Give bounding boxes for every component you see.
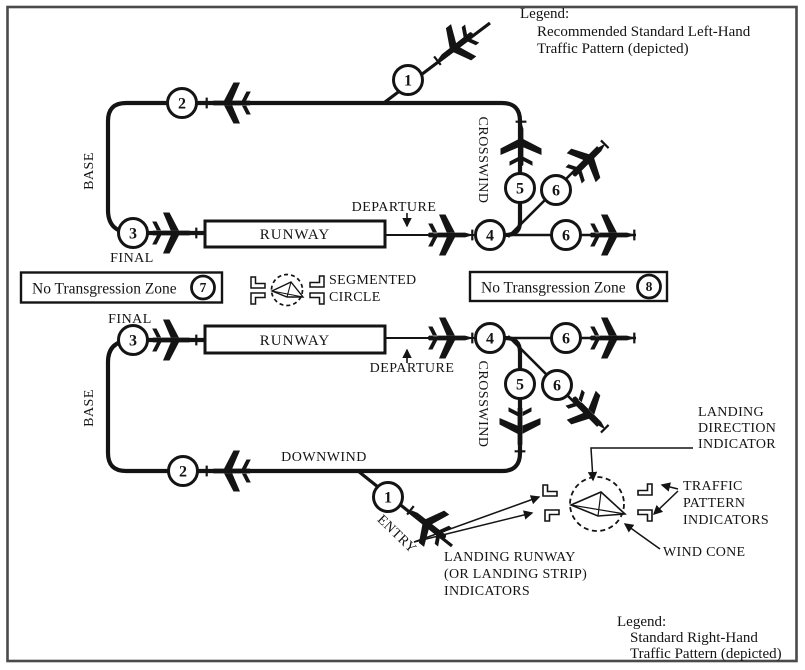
top-position-markers: 1 2 3 4 5 6 6: [117, 64, 582, 251]
svg-text:5: 5: [516, 377, 524, 394]
landing-runway-arrow-bottom: [413, 510, 534, 543]
position-circle-6-diagonal: 6: [541, 369, 573, 401]
svg-text:4: 4: [486, 228, 494, 245]
svg-text:3: 3: [129, 333, 137, 350]
traffic-pattern-indicators-label: TRAFFIC PATTERN INDICATORS: [683, 479, 769, 528]
segmented-circle-icon: [270, 273, 304, 307]
svg-text:5: 5: [516, 181, 524, 198]
departure-label: DEPARTURE: [352, 200, 437, 215]
base-label: BASE: [82, 389, 97, 427]
svg-text:2: 2: [178, 96, 186, 113]
segmented-circle-detail: LANDING DIRECTION INDICATOR TRAFFIC PATT…: [413, 405, 776, 599]
svg-text:7: 7: [200, 280, 207, 295]
legend-bottom: Legend: Standard Right-Hand Traffic Patt…: [617, 614, 782, 662]
bottom-position-markers: 3 2 1 4 5 6 6: [117, 322, 582, 513]
position-circle-6-diagonal: 6: [540, 174, 572, 206]
legend-top: Legend: Recommended Standard Left-Hand T…: [520, 6, 751, 57]
position-circle-6-straight: 6: [550, 322, 582, 354]
position-circle-5: 5: [504, 172, 536, 204]
svg-text:1: 1: [384, 490, 392, 507]
svg-text:6: 6: [552, 183, 560, 200]
legend-bottom-title: Legend:: [617, 614, 666, 630]
svg-text:TRAFFIC: TRAFFIC: [683, 479, 743, 494]
legend-top-line2: Traffic Pattern (depicted): [537, 41, 689, 57]
landing-runway-arrow-top: [413, 495, 541, 543]
ntz-right-label: No Transgression Zone: [481, 280, 626, 297]
svg-text:6: 6: [562, 228, 570, 245]
svg-text:LANDING: LANDING: [698, 405, 764, 420]
landing-direction-arrow: [587, 447, 693, 482]
svg-text:INDICATOR: INDICATOR: [698, 437, 776, 452]
svg-text:6: 6: [562, 331, 570, 348]
ntz-left-box: No Transgression Zone 7: [19, 271, 224, 304]
svg-text:INDICATORS: INDICATORS: [683, 513, 769, 528]
wind-cone-arrow: [623, 523, 661, 550]
svg-text:PATTERN: PATTERN: [683, 496, 745, 511]
bottom-runway: RUNWAY: [203, 324, 387, 355]
legend-top-title: Legend:: [520, 6, 569, 22]
position-circle-4: 4: [474, 219, 506, 251]
landing-direction-indicator-label: LANDING DIRECTION INDICATOR: [698, 405, 776, 452]
runway-label: RUNWAY: [260, 333, 330, 349]
traffic-pattern-arrow-top: [660, 482, 679, 492]
legend-top-line1: Recommended Standard Left-Hand: [537, 24, 751, 40]
landing-runway-indicators-label: LANDING RUNWAY (OR LANDING STRIP) INDICA…: [444, 550, 587, 599]
runway-box: [203, 324, 387, 355]
position-circle-5: 5: [504, 368, 536, 400]
legend-bottom-line2: Traffic Pattern (depicted): [630, 646, 782, 662]
svg-text:DIRECTION: DIRECTION: [698, 421, 776, 436]
svg-text:(OR LANDING STRIP): (OR LANDING STRIP): [444, 567, 587, 582]
base-label: BASE: [82, 152, 97, 190]
top-leg-labels: BASE FINAL CROSSWIND DEPARTURE: [82, 117, 490, 266]
ntz-left-number-circle: [190, 274, 216, 301]
ntz-right-number-circle: [636, 273, 662, 300]
position-circle-3: 3: [117, 324, 149, 356]
svg-text:8: 8: [646, 279, 653, 294]
svg-text:3: 3: [129, 226, 137, 243]
ntz-right-box: No Transgression Zone 8: [468, 270, 669, 303]
segmented-circle-mid: SEGMENTED CIRCLE: [250, 273, 416, 307]
wind-cone-label: WIND CONE: [663, 545, 745, 560]
final-label: FINAL: [110, 251, 154, 266]
ntz-left-label: No Transgression Zone: [32, 281, 177, 298]
final-label: FINAL: [108, 312, 152, 327]
segmented-circle-icon: [569, 476, 625, 532]
position-circle-2: 2: [166, 87, 198, 119]
traffic-pattern-arrow-bottom: [652, 490, 679, 515]
departure-label: DEPARTURE: [370, 361, 455, 376]
position-circle-2: 2: [167, 455, 199, 487]
segmented-circle-label-line1: SEGMENTED: [329, 273, 416, 288]
runway-box: [203, 219, 387, 249]
runway-label: RUNWAY: [260, 227, 330, 243]
svg-text:1: 1: [404, 73, 412, 90]
svg-text:4: 4: [486, 331, 494, 348]
svg-text:INDICATORS: INDICATORS: [444, 584, 530, 599]
segmented-circle-label-line2: CIRCLE: [329, 290, 381, 305]
crosswind-label: CROSSWIND: [475, 117, 490, 204]
position-circle-4: 4: [474, 322, 506, 354]
legend-bottom-line1: Standard Right-Hand: [630, 630, 758, 646]
position-circle-1: 1: [372, 481, 404, 513]
position-circle-3: 3: [117, 217, 149, 249]
svg-text:2: 2: [179, 464, 187, 481]
svg-text:6: 6: [553, 378, 561, 395]
position-circle-1: 1: [392, 64, 424, 96]
position-circle-6-straight: 6: [550, 219, 582, 251]
top-runway: RUNWAY: [203, 219, 387, 249]
crosswind-label: CROSSWIND: [475, 361, 490, 448]
downwind-label: DOWNWIND: [281, 450, 367, 465]
svg-text:LANDING RUNWAY: LANDING RUNWAY: [444, 550, 576, 565]
